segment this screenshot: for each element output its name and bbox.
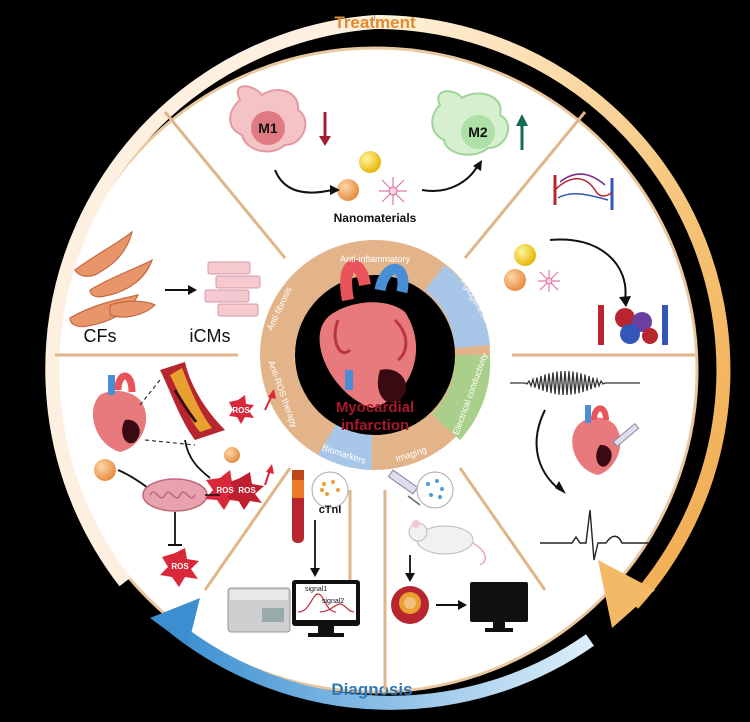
treatment-label: Treatment (334, 13, 416, 32)
sector-dividers (55, 111, 695, 690)
ecg-noisy-signal-icon (510, 370, 640, 396)
porous-nanoparticle-small-icon (224, 447, 240, 463)
cfs-to-icms-arrow-icon (165, 285, 197, 295)
imaging-monitor-icon (470, 582, 528, 632)
svg-text:ROS: ROS (216, 486, 234, 495)
artery-plaque-icon (160, 362, 225, 440)
ring-segment-electrical (432, 355, 491, 440)
ros-burst-bottom-icon: ROS (160, 548, 199, 587)
treatment-arc (374, 14, 731, 609)
contrast-agent-icon (416, 471, 454, 509)
analyzer-machine-icon (227, 587, 291, 633)
heart-cross-section-icon (391, 586, 429, 624)
m2-macrophage (431, 90, 510, 156)
heart-injection-icon (572, 405, 640, 475)
ctni-label: cTnI (319, 504, 342, 516)
cfs-label: CFs (84, 326, 117, 346)
ecg-normal-signal-icon (540, 509, 650, 561)
small-heart-icon (92, 372, 147, 452)
signal-monitor-icon (292, 580, 360, 637)
syringe-icon (387, 469, 421, 506)
down-arrow-icon (319, 112, 331, 146)
curved-arrow-m1-icon (274, 169, 333, 194)
ctni-particles-icon (311, 471, 349, 509)
ring-segment-angiogenesis (425, 265, 490, 348)
heart-illustration (319, 259, 417, 408)
m1-macrophage (229, 85, 307, 153)
conduction-arrow-icon (535, 409, 561, 491)
gold-nanoparticle-right-icon (514, 244, 536, 266)
svg-text:ROS: ROS (232, 406, 250, 415)
mitochondrion-icon (142, 478, 208, 512)
ros-burst-cluster-icon: ROS ROS (205, 470, 264, 510)
ring-segment-biomarkers (318, 425, 372, 470)
treatment-arc-left (45, 15, 376, 587)
ros-path-arrow-icon (184, 439, 211, 479)
dense-vessel-network-icon (598, 305, 668, 345)
diagnosis-arc (170, 622, 595, 710)
svg-text:ROS: ROS (171, 562, 189, 571)
up-arrow-icon (516, 114, 528, 150)
angiogenesis-arrow-icon (549, 238, 627, 301)
signal1-label: signal1 (305, 586, 327, 593)
signal2-label: signal2 (322, 598, 344, 605)
blood-tube-icon (292, 470, 304, 543)
center-title-line1: Myocardial (336, 399, 414, 416)
curved-arrow-m2-icon (421, 164, 479, 192)
micelle-icon (379, 177, 407, 205)
treatment-arrowhead (598, 560, 655, 628)
ring-label-anti-inflammatory: Anti-inflammatory (340, 254, 411, 264)
m1-label: M1 (258, 120, 278, 136)
icms-label: iCMs (190, 326, 231, 346)
induced-cardiomyocytes-icon (204, 261, 261, 317)
ros-burst-icon: ROS (229, 395, 254, 424)
porous-nanoparticle-ros-icon (94, 459, 116, 481)
svg-text:ROS: ROS (238, 486, 256, 495)
mouse-icon (408, 520, 487, 566)
micelle-right-icon (538, 270, 560, 292)
diagnosis-arrowhead (150, 598, 200, 646)
center-title-line2: infarction (341, 417, 409, 434)
blood-vessel-network-icon (553, 173, 614, 210)
nanomaterials-label: Nanomaterials (334, 211, 417, 225)
diagnosis-label: Diagnosis (331, 680, 412, 699)
gold-nanoparticle-icon (359, 151, 381, 173)
porous-nanoparticle-icon (337, 179, 359, 201)
cardiac-fibroblasts-icon (69, 230, 157, 328)
m2-label: M2 (468, 124, 488, 140)
porous-nanoparticle-right-icon (504, 269, 526, 291)
